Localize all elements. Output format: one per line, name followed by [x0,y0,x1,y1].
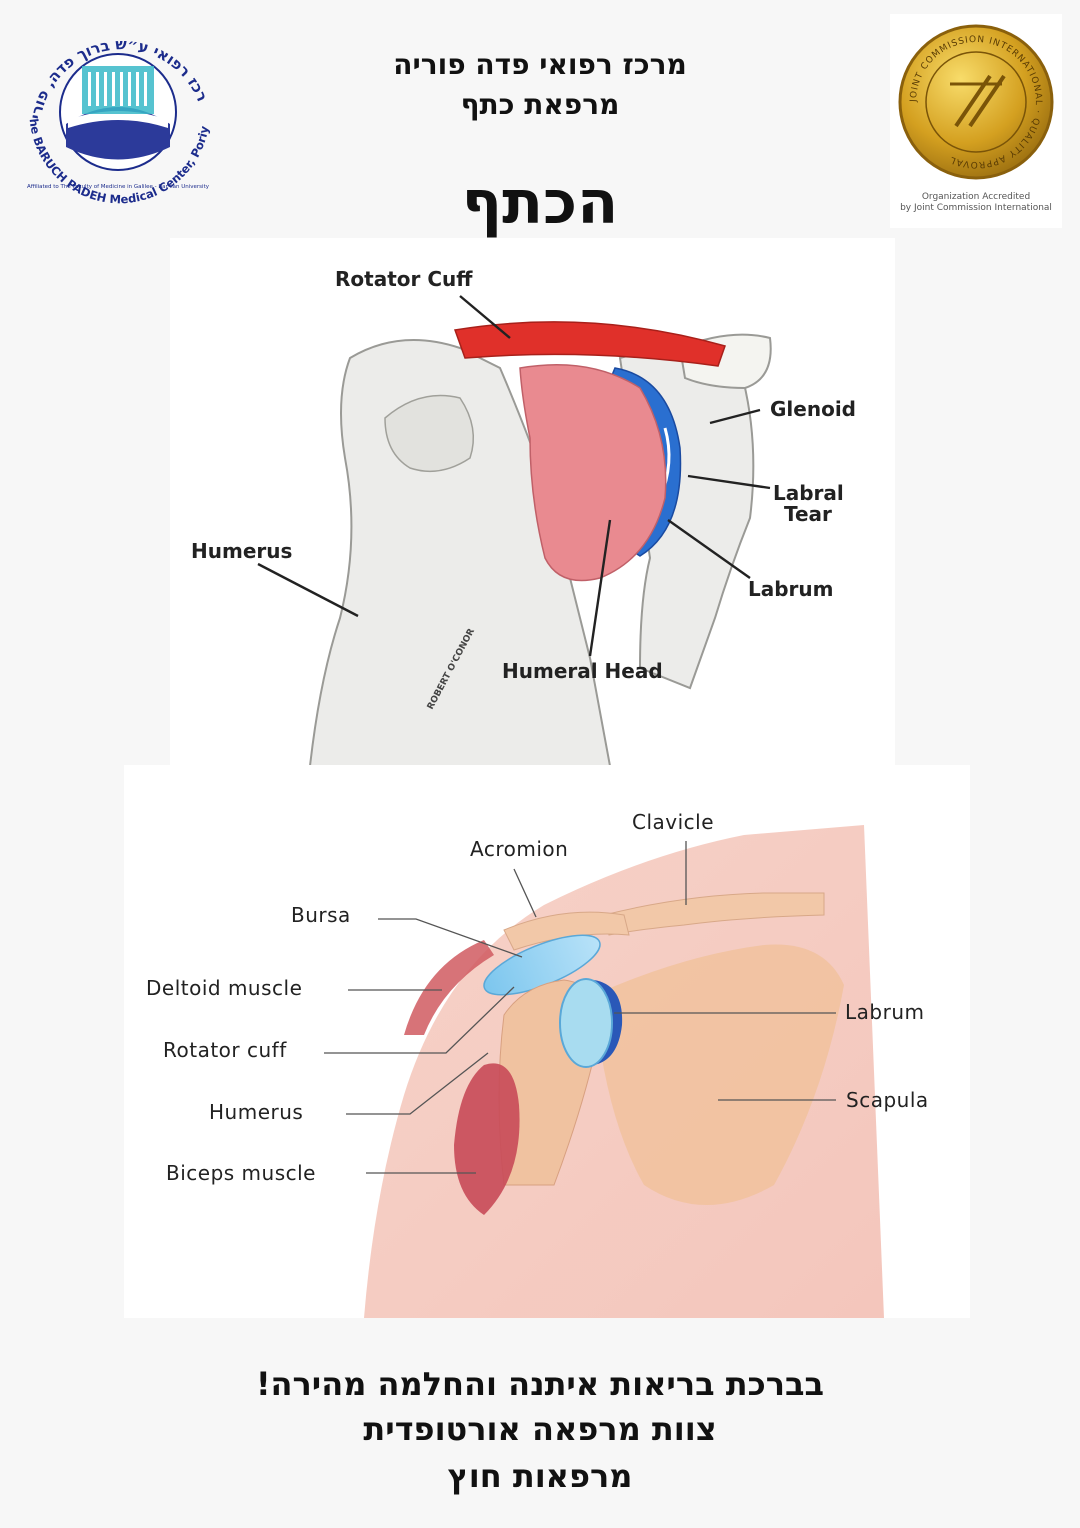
humeral-head-shape [519,364,667,582]
deltoid-shape [404,940,494,1035]
scapula-shape [594,944,844,1205]
clavicle-shape [603,892,825,936]
footer-greeting: בברכת בריאות איתנה והחלמה מהירה! [255,1365,825,1403]
label-biceps: Biceps muscle [166,1161,316,1185]
label-bursa: Bursa [291,903,351,927]
acromion-shape [503,911,630,951]
hospital-logo: מרכז רפואי ע״ש ברוך פדה, פוריה The BARUC… [18,12,212,206]
clinic-name: מרפאת כתף [460,88,620,121]
label-clavicle: Clavicle [632,810,714,834]
logo-affiliation-text: Affiliated to The Faculty of Medicine in… [27,184,210,190]
shoulder-labrum-diagram: Rotator Cuff Glenoid Labral Tear Humerus… [170,238,895,766]
hospital-name: מרכז רפואי פדה פוריה [393,48,687,81]
biceps-shape [454,1063,520,1215]
label-humerus: Humerus [209,1100,303,1124]
label-acromion: Acromion [470,837,568,861]
footer-department: מרפאות חוץ [447,1457,633,1495]
label-labrum: Labrum [748,577,834,601]
label-rotator-cuff: Rotator cuff [163,1038,287,1062]
label-rotator-cuff: Rotator Cuff [335,267,473,291]
badge-caption-line1: Organization Accredited [921,192,1031,202]
label-glenoid: Glenoid [770,397,856,421]
rotator-cuff-shape [453,321,726,367]
label-deltoid: Deltoid muscle [146,976,302,1000]
label-labrum: Labrum [845,1000,924,1024]
label-humerus: Humerus [191,539,292,563]
page-title: הכתף [461,168,619,238]
shoulder-anatomy-diagram: Clavicle Acromion Bursa Deltoid muscle R… [124,765,970,1318]
jci-seal-icon: JOINT COMMISSION INTERNATIONAL · QUALITY… [898,24,1054,180]
label-humeral-head: Humeral Head [502,659,663,683]
label-tear: Tear [784,502,832,526]
label-scapula: Scapula [846,1088,929,1112]
badge-caption-line2: by Joint Commission International [900,203,1052,213]
footer-team: צוות מרפאה אורטופדית [363,1410,717,1448]
jci-accreditation-badge: JOINT COMMISSION INTERNATIONAL · QUALITY… [890,14,1062,228]
label-labral: Labral [773,481,844,505]
humerus-bone [308,339,612,766]
